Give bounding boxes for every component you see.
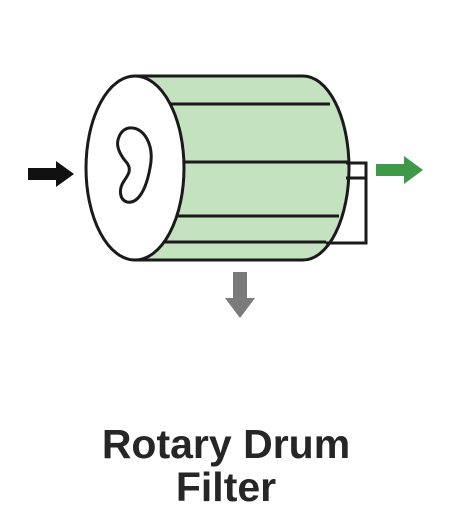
cake-discharge-arrow-icon — [225, 272, 255, 318]
diagram-title: Rotary Drum Filter — [0, 423, 452, 509]
drum-shaft-hole — [116, 126, 153, 204]
rotary-drum-filter-diagram — [28, 74, 423, 318]
title-line-1: Rotary Drum — [101, 421, 351, 467]
feed-arrow-icon — [28, 161, 74, 187]
title-line-2: Filter — [175, 464, 277, 510]
filtrate-arrow-icon — [376, 156, 423, 184]
filtrate-pipe — [326, 161, 368, 245]
drum-body — [133, 74, 351, 262]
drum-segment-lines — [165, 102, 348, 244]
